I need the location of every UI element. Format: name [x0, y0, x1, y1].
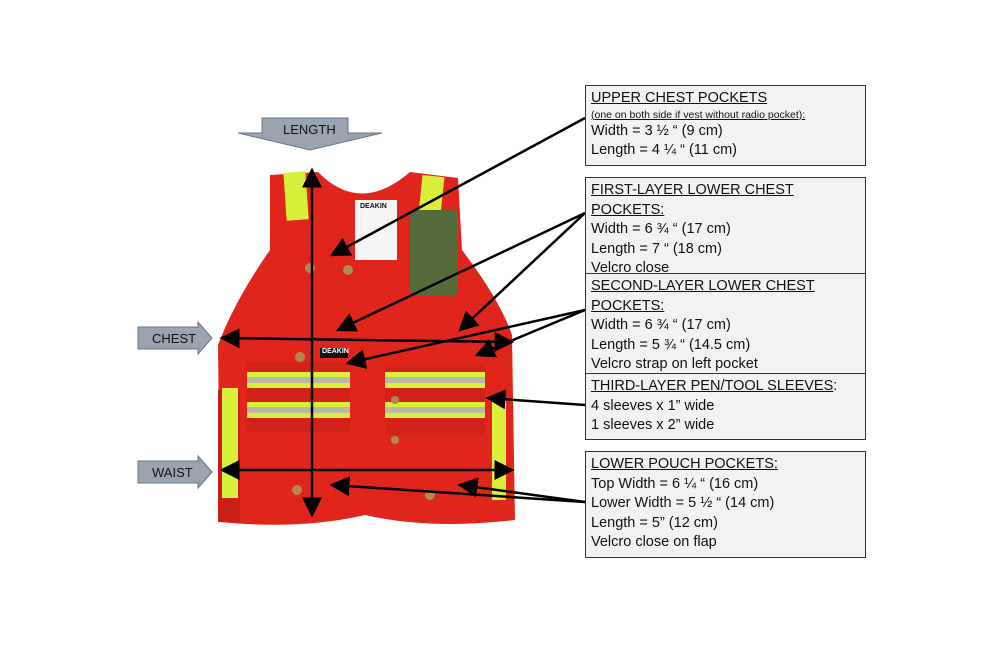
box-subtitle: (one on both side if vest without radio …	[591, 108, 806, 121]
lower-pouch-pockets-box: LOWER POUCH POCKETS: Top Width = 6 ¼ “ (…	[585, 451, 866, 558]
box-title: SECOND-LAYER LOWER CHEST POCKETS:	[591, 278, 815, 314]
box-line: Length = 5” (12 cm)	[591, 514, 718, 531]
box-line: Width = 6 ¾ “ (17 cm)	[591, 317, 731, 333]
first-layer-pockets-box: FIRST-LAYER LOWER CHEST POCKETS: Width =…	[585, 177, 866, 283]
box-line: Width = 6 ¾ “ (17 cm)	[591, 221, 731, 237]
box-line: Width = 3 ½ “ (9 cm)	[591, 122, 723, 139]
chest-label: CHEST	[152, 331, 197, 346]
box-line: Length = 7 “ (18 cm)	[591, 240, 722, 257]
box-line: Length = 5 ¾ “ (14.5 cm)	[591, 336, 751, 353]
box-line: 4 sleeves x 1” wide	[591, 397, 715, 414]
brand-patch: DEAKIN	[322, 348, 349, 355]
box-line: Length = 4 ¼ “ (11 cm)	[591, 142, 738, 158]
brand-tag: DEAKIN	[360, 203, 387, 210]
waist-label: WAIST	[152, 465, 193, 480]
pen-tool-sleeves-box: THIRD-LAYER PEN/TOOL SLEEVES: 4 sleeves …	[585, 373, 866, 440]
length-arrow	[237, 117, 383, 151]
box-line: Velcro close on flap	[591, 534, 717, 550]
box-line: Top Width = 6 ¼ “ (16 cm)	[591, 475, 759, 492]
box-title-suffix: :	[833, 378, 838, 394]
box-title: FIRST-LAYER LOWER CHEST POCKETS:	[591, 182, 794, 218]
box-line: 1 sleeves x 2” wide	[591, 417, 715, 433]
second-layer-pockets-box: SECOND-LAYER LOWER CHEST POCKETS: Width …	[585, 273, 866, 379]
box-line: Velcro strap on left pocket	[591, 356, 758, 372]
box-line: Lower Width = 5 ½ “ (14 cm)	[591, 495, 775, 511]
waist-arrow	[137, 454, 213, 490]
upper-chest-pockets-box: UPPER CHEST POCKETS (one on both side if…	[585, 85, 866, 166]
box-title: UPPER CHEST POCKETS	[591, 90, 768, 106]
box-line: Velcro close	[591, 260, 670, 276]
box-title: THIRD-LAYER PEN/TOOL SLEEVES	[591, 378, 834, 394]
box-title: LOWER POUCH POCKETS:	[591, 456, 778, 472]
length-label: LENGTH	[283, 122, 336, 137]
chest-arrow	[137, 320, 213, 356]
